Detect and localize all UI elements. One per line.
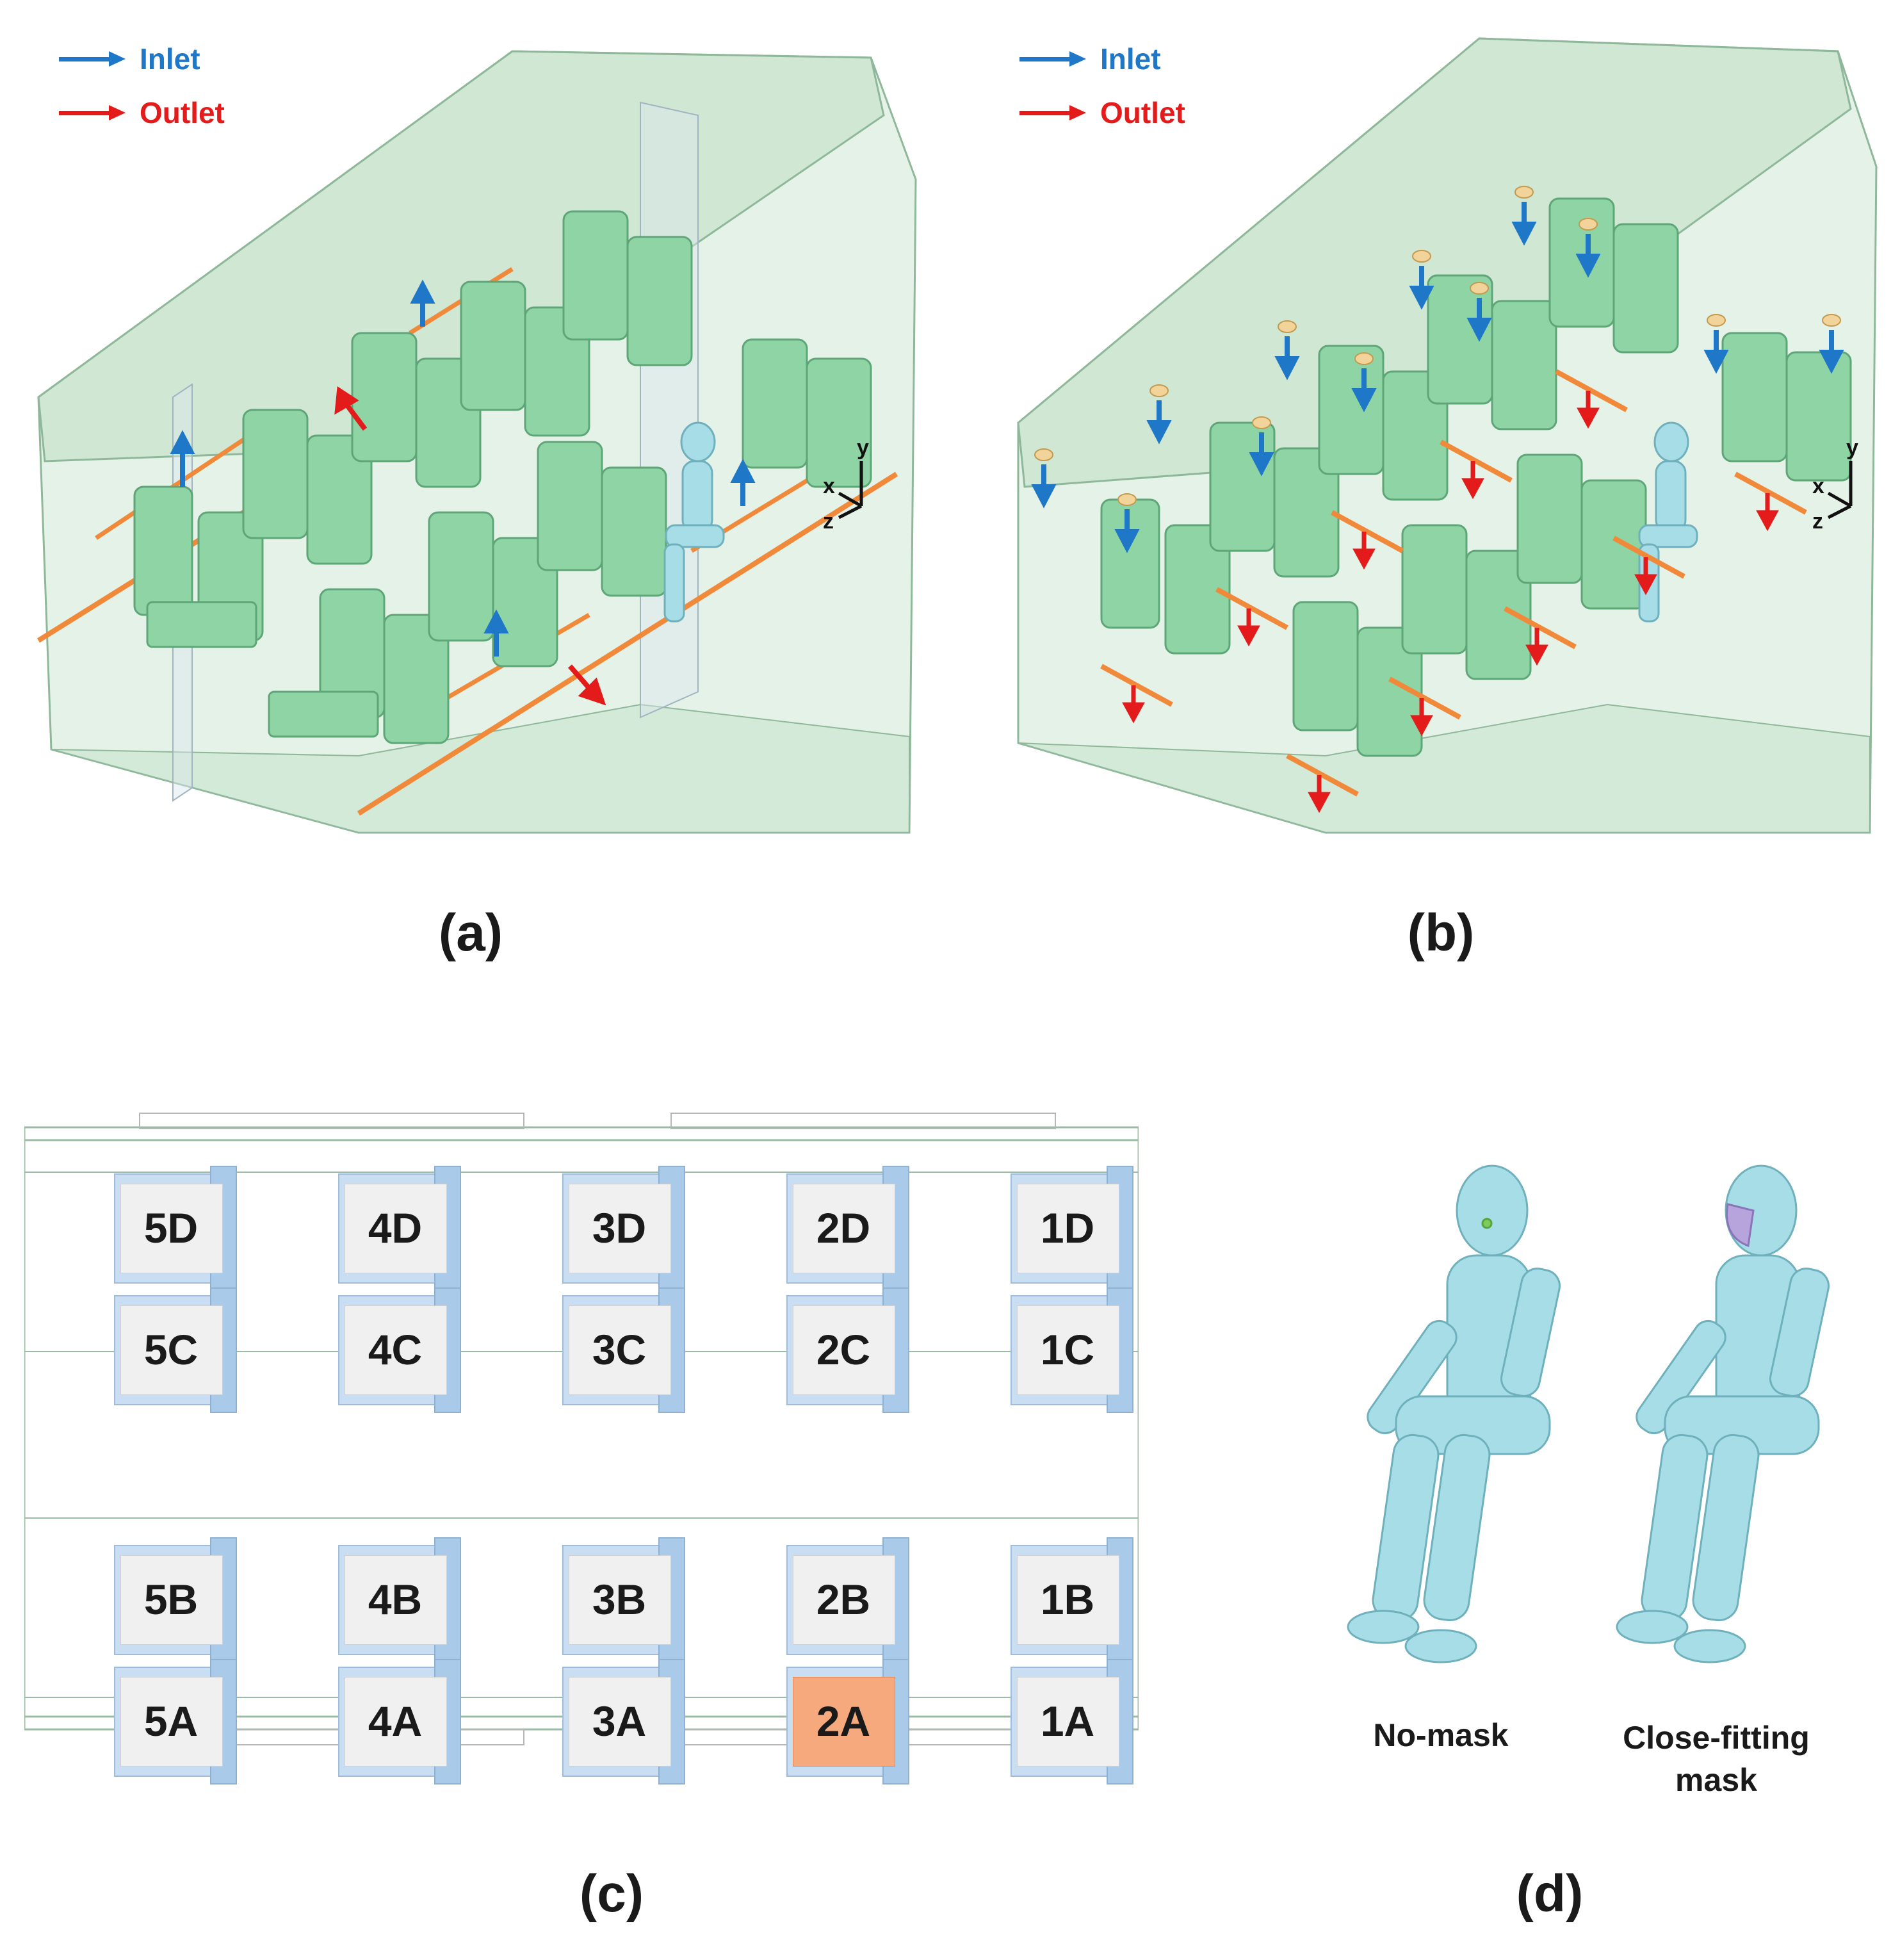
legend-inlet-label: Inlet (140, 42, 200, 76)
legend-b: Inlet Outlet (1019, 32, 1185, 140)
outlet-arrow-icon (1019, 105, 1086, 120)
cabin-roof (1017, 37, 1852, 488)
inlet-arrow-icon (1019, 51, 1086, 67)
seat-cushion (345, 1305, 447, 1395)
outlet-arrows (334, 386, 606, 706)
seat-cushion (793, 1555, 895, 1645)
manikin-close-fitting-mask (1616, 1164, 1830, 1663)
cabin-floor (1018, 703, 1871, 833)
seat-group (1100, 197, 1852, 757)
seat-label: 4D (368, 1204, 423, 1252)
axis-triad (838, 461, 863, 519)
seat-label: 1C (1040, 1326, 1095, 1373)
seat-cushion (1017, 1305, 1119, 1395)
caption-b: (b) (1407, 904, 1475, 962)
manikin-figure (663, 421, 725, 623)
caption-d: (d) (1516, 1865, 1584, 1923)
seat-cushion (569, 1555, 671, 1645)
caption-c: (c) (579, 1865, 644, 1923)
mask-icon (1726, 1203, 1755, 1248)
seat-label: 5B (143, 1576, 199, 1623)
seat-label: 4A (368, 1697, 423, 1745)
seat-label: 3C (592, 1326, 647, 1373)
seat-label: 2C (816, 1326, 871, 1373)
inlet-diffusers (1034, 186, 1841, 506)
seat-label: 3A (592, 1697, 647, 1745)
inlet-arrows (170, 279, 756, 657)
seat-cushion (1017, 1555, 1119, 1645)
panel-d-manikins: No-mask Close-fitting mask (1300, 1153, 1876, 1825)
panel-c-seat-map: 5D 4D 3D 2D 1D 5C 4C 3C 2C 1C 5B 4B 3B 2B 1B 5A 4A 3A 2A 1A (24, 1102, 1139, 1806)
seat-cushion (569, 1305, 671, 1395)
seat-label: 5C (143, 1326, 199, 1373)
axis-label-y: y (857, 436, 869, 460)
seat-cushion (120, 1555, 223, 1645)
outlet-slots (1100, 369, 1807, 797)
seat-label: 5D (143, 1204, 199, 1252)
cabin-3d-view-ceiling-ventilation: y x z (1017, 37, 1878, 834)
axis-label-y: y (1846, 436, 1858, 460)
legend-inlet: Inlet (59, 32, 225, 86)
manikin-illustrations (1347, 1164, 1830, 1663)
axis-label-z: z (823, 509, 834, 534)
seat-cushion (345, 1555, 447, 1645)
outlet-arrows (1122, 391, 1779, 813)
seat-group (133, 210, 872, 744)
seat-cushion (120, 1184, 223, 1273)
axis-triad (1827, 461, 1853, 519)
legend-outlet: Outlet (59, 86, 225, 140)
panel-b: y x z Inlet Outlet (1005, 0, 1900, 865)
seat-cushion (345, 1677, 447, 1767)
seat-label: 2B (816, 1576, 871, 1623)
cabin-3d-view-side-ventilation: y x z (37, 50, 917, 834)
seat-cushion (1017, 1184, 1119, 1273)
inlet-arrow-icon (59, 51, 126, 67)
seat-label: 3B (592, 1576, 647, 1623)
manikin-label-no-mask: No-mask (1373, 1717, 1509, 1753)
legend-a: Inlet Outlet (59, 32, 225, 140)
legend-inlet: Inlet (1019, 32, 1185, 86)
seat-cushion (120, 1305, 223, 1395)
manikin-label-close-fitting-mask: Close-fitting mask (1623, 1720, 1810, 1798)
axis-label-z: z (1812, 509, 1823, 534)
seat-label: 1D (1040, 1204, 1095, 1252)
seat-grid: 5D 4D 3D 2D 1D 5C 4C 3C 2C 1C 5B 4B 3B 2B 1B 5A 4A 3A 2A 1A (24, 1102, 1139, 1806)
seat-cushion (120, 1677, 223, 1767)
inlet-arrows (1031, 202, 1844, 553)
seat-label: 1B (1040, 1576, 1095, 1623)
seat-label: 2D (816, 1204, 871, 1252)
outlet-slot (357, 471, 898, 816)
seat-cushion (569, 1677, 671, 1767)
seat-cushion (793, 1305, 895, 1395)
axis-label-x: x (823, 474, 835, 498)
legend-outlet-label: Outlet (1100, 96, 1185, 129)
seat-cushion (793, 1184, 895, 1273)
seat-label: 4C (368, 1326, 423, 1373)
seat-label: 4B (368, 1576, 423, 1623)
seat-cushion (569, 1184, 671, 1273)
manikin-no-mask (1347, 1164, 1561, 1663)
caption-a: (a) (438, 904, 503, 962)
mid-plane (640, 101, 699, 719)
seat-cushion (345, 1184, 447, 1273)
seat-cushion (793, 1677, 895, 1767)
seat-label: 5A (143, 1697, 199, 1745)
panel-a: y x z Inlet Outlet (0, 0, 941, 865)
cabin-roof (37, 50, 885, 462)
legend-inlet-label: Inlet (1100, 42, 1161, 76)
seat-label: 1A (1040, 1697, 1095, 1745)
axis-label-x: x (1812, 474, 1824, 498)
legend-outlet-label: Outlet (140, 96, 225, 129)
cabin-floor (51, 703, 910, 833)
legend-outlet: Outlet (1019, 86, 1185, 140)
seat-label: 2A (816, 1697, 871, 1745)
seat-cushion (1017, 1677, 1119, 1767)
seat-label: 3D (592, 1204, 647, 1252)
outlet-arrow-icon (59, 105, 126, 120)
